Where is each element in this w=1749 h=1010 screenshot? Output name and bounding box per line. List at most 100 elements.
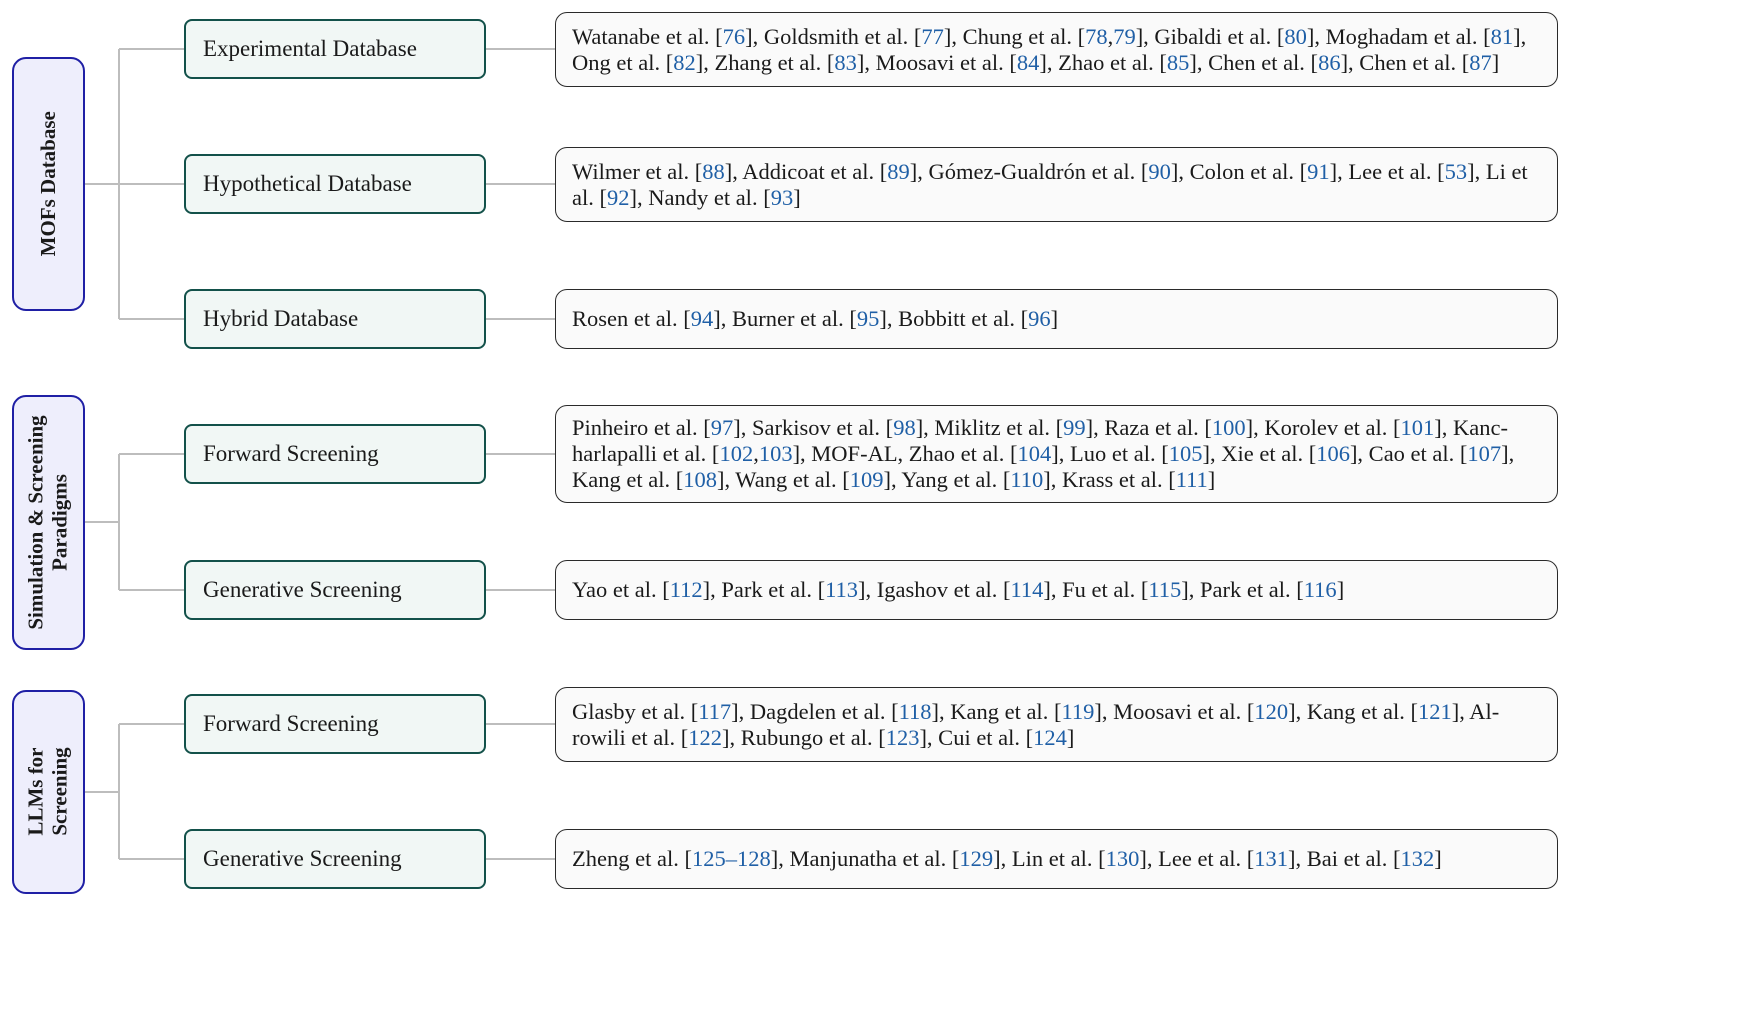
citation-link[interactable]: 106 — [1316, 441, 1350, 466]
citation-link[interactable]: 84 — [1016, 49, 1040, 75]
ref-text: ], Sarkisov et al. [ — [733, 415, 894, 440]
ref-text: ], Raza et al. [ — [1085, 415, 1212, 440]
ref-text: ], Moosavi et al. [ — [856, 49, 1017, 75]
ref-text: ], Burner et al. [ — [713, 306, 857, 331]
ref-text: Pinheiro et al. [ — [572, 415, 711, 440]
category-hybrid-database: Hybrid Database — [184, 289, 486, 349]
citation-link[interactable]: 112 — [669, 577, 703, 602]
ref-text: ], Manjunatha et al. [ — [770, 846, 960, 871]
category-generative-screening: Generative Screening — [184, 560, 486, 620]
citation-link[interactable]: 92 — [606, 184, 630, 210]
citation-link[interactable]: 77 — [921, 23, 944, 49]
citation-link[interactable]: 90 — [1148, 158, 1171, 184]
ref-text: Zheng et al. [ — [572, 846, 692, 871]
citation-link[interactable]: 132 — [1400, 846, 1435, 871]
citation-link[interactable]: 78 — [1085, 23, 1108, 49]
citation-link[interactable]: 80 — [1284, 23, 1307, 49]
citation-link[interactable]: 113 — [825, 577, 859, 602]
citation-link[interactable]: 93 — [770, 184, 794, 210]
citation-link[interactable]: 76 — [722, 23, 746, 49]
ref-text: ], Korolev et al. [ — [1245, 415, 1401, 440]
ref-text: ], Igashov et al. [ — [858, 577, 1011, 602]
citation-link[interactable]: 85 — [1166, 49, 1190, 75]
ref-text: ], Fu et al. [ — [1043, 577, 1149, 602]
ref-text: ], Wang et al. [ — [716, 467, 850, 492]
ref-text: ], Chung et al. [ — [943, 23, 1086, 49]
citation-link[interactable]: 96 — [1028, 306, 1051, 331]
citation-link[interactable]: 87 — [1469, 49, 1492, 75]
category-experimental-database: Experimental Database — [184, 19, 486, 79]
citation-link[interactable]: 119 — [1061, 698, 1095, 724]
citation-link[interactable]: 83 — [834, 49, 857, 75]
citation-link[interactable]: 116 — [1303, 577, 1337, 602]
citation-link[interactable]: 98 — [893, 415, 916, 440]
citation-link[interactable]: 117 — [698, 698, 732, 724]
root-label: Simulation & Screening Paradigms — [23, 415, 72, 630]
ref-text: ], Chen et al. [ — [1340, 49, 1470, 75]
citation-link[interactable]: 99 — [1063, 415, 1086, 440]
ref-text: ], Lee et al. [ — [1329, 158, 1445, 184]
citation-link[interactable]: 95 — [856, 306, 880, 331]
refs-forward-screening-simulation: Pinheiro et al. [97], Sarkisov et al. [9… — [555, 405, 1558, 503]
citation-link[interactable]: 107 — [1467, 441, 1502, 466]
citation-link[interactable]: 86 — [1318, 49, 1341, 75]
citation-link[interactable]: 129 — [959, 846, 994, 871]
citation-link[interactable]: 79 — [1113, 23, 1136, 49]
citation-link[interactable]: 125–128 — [691, 846, 771, 871]
refs-forward-screening-llm: Glasby et al. [117], Dagdelen et al. [11… — [555, 687, 1558, 762]
citation-link[interactable]: 118 — [898, 698, 932, 724]
citation-link[interactable]: 82 — [673, 49, 696, 75]
ref-text: ], Luo et al. [ — [1051, 441, 1169, 466]
ref-text: ], Zhang et al. [ — [695, 49, 835, 75]
citation-link[interactable]: 100 — [1211, 415, 1246, 440]
citation-link[interactable]: 115 — [1148, 577, 1182, 602]
ref-text: ], Gómez-Gualdrón et al. [ — [909, 158, 1149, 184]
citation-link[interactable]: 89 — [887, 158, 910, 184]
citation-link[interactable]: 114 — [1010, 577, 1044, 602]
ref-text: ], Lin et al. [ — [993, 846, 1106, 871]
citation-link[interactable]: 131 — [1254, 846, 1289, 871]
ref-text: ], Xie et al. [ — [1202, 441, 1317, 466]
citation-link[interactable]: 123 — [885, 724, 920, 750]
citation-link[interactable]: 91 — [1307, 158, 1330, 184]
citation-link[interactable]: 130 — [1105, 846, 1140, 871]
root-node-mofs-database: MOFs Database — [12, 57, 85, 311]
citation-link[interactable]: 101 — [1400, 415, 1435, 440]
ref-text: ], Kang et al. [ — [572, 441, 1515, 492]
ref-text: ], Kang et al. [ — [931, 698, 1062, 724]
citation-link[interactable]: 122 — [688, 724, 722, 750]
ref-text: ] — [1491, 49, 1500, 75]
citation-link[interactable]: 94 — [690, 306, 714, 331]
citation-link[interactable]: 111 — [1175, 467, 1208, 492]
ref-text: ] — [1066, 724, 1075, 750]
citation-link[interactable]: 124 — [1033, 724, 1067, 750]
citation-link[interactable]: 81 — [1490, 23, 1514, 49]
citation-link[interactable]: 102 — [719, 441, 754, 466]
refs-generative-screening-llm: Zheng et al. [125–128], Manjunatha et al… — [555, 829, 1558, 889]
citation-link[interactable]: 105 — [1168, 441, 1203, 466]
category-generative-screening: Generative Screening — [184, 829, 486, 889]
citation-link[interactable]: 109 — [849, 467, 884, 492]
citation-link[interactable]: 121 — [1418, 698, 1452, 724]
ref-text: ], Li et al. [ — [572, 158, 1528, 210]
citation-link[interactable]: 110 — [1010, 467, 1044, 492]
citation-link[interactable]: 104 — [1017, 441, 1052, 466]
citation-link[interactable]: 97 — [710, 415, 734, 440]
ref-text: ], Chen et al. [ — [1189, 49, 1319, 75]
citation-link[interactable]: 108 — [683, 467, 717, 492]
citation-link[interactable]: 120 — [1254, 698, 1289, 724]
ref-text: ] — [1434, 846, 1442, 871]
citation-link[interactable]: 53 — [1444, 158, 1468, 184]
citation-link[interactable]: 88 — [702, 158, 725, 184]
ref-text: ], Nandy et al. [ — [629, 184, 771, 210]
ref-text: ], Cui et al. [ — [919, 724, 1034, 750]
ref-text: ], Bai et al. [ — [1288, 846, 1401, 871]
citation-link[interactable]: 103 — [758, 441, 793, 466]
ref-text: ], Kang et al. [ — [1288, 698, 1419, 724]
ref-text: ], Addicoat et al. [ — [724, 158, 888, 184]
ref-text: ], Dagdelen et al. [ — [731, 698, 899, 724]
ref-text: ] — [793, 184, 801, 210]
ref-text: ] — [1336, 577, 1345, 602]
root-label: LLMs for Screening — [23, 747, 72, 837]
root-node-simulation-screening-paradigms: Simulation & Screening Paradigms — [12, 395, 85, 650]
